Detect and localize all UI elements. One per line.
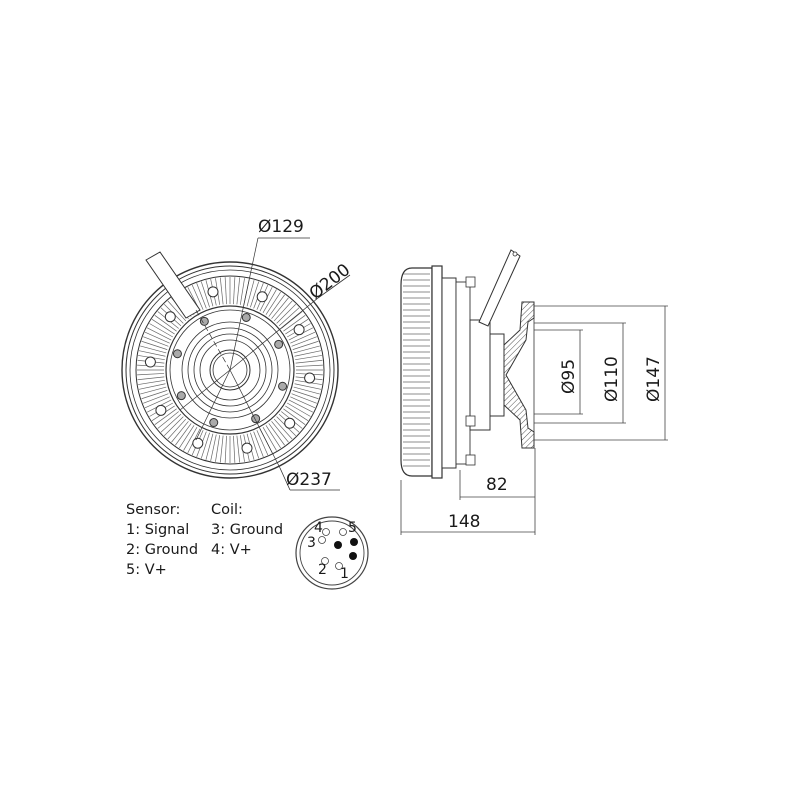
coil-legend-item: 4: V+ bbox=[211, 542, 252, 558]
sensor-legend-item: 2: Ground bbox=[126, 542, 199, 558]
coil-legend: Coil: 3: Ground 4: V+ bbox=[211, 500, 283, 560]
dimension-d147: Ø147 bbox=[644, 356, 664, 402]
pin-label-1: 1 bbox=[340, 566, 349, 582]
coil-legend-item: 3: Ground bbox=[211, 522, 284, 538]
dimension-d237: Ø237 bbox=[286, 470, 332, 490]
sensor-arm bbox=[145, 251, 201, 319]
connector-pinout bbox=[295, 516, 369, 590]
pin-label-2: 2 bbox=[318, 562, 327, 578]
side-view bbox=[400, 249, 535, 479]
dimension-d110: Ø110 bbox=[602, 356, 622, 402]
pin-label-4: 4 bbox=[314, 520, 323, 536]
side-dimension-lines bbox=[400, 305, 668, 535]
pin-label-3: 3 bbox=[307, 535, 316, 551]
sensor-legend-item: 1: Signal bbox=[126, 522, 190, 538]
dimension-len148: 148 bbox=[448, 512, 480, 532]
bolt-holes bbox=[144, 286, 316, 454]
dimension-d129: Ø129 bbox=[258, 217, 304, 237]
coil-legend-title: Coil: bbox=[211, 502, 243, 518]
front-view bbox=[121, 237, 351, 491]
dimension-d200: Ø200 bbox=[306, 260, 354, 304]
sensor-legend-title: Sensor: bbox=[126, 502, 181, 518]
pin-label-5: 5 bbox=[348, 520, 357, 536]
dimension-d95: Ø95 bbox=[559, 359, 579, 394]
sensor-legend-item: 5: V+ bbox=[126, 562, 167, 578]
dimension-len82: 82 bbox=[486, 475, 508, 495]
sensor-legend: Sensor: 1: Signal 2: Ground 5: V+ bbox=[126, 500, 198, 580]
